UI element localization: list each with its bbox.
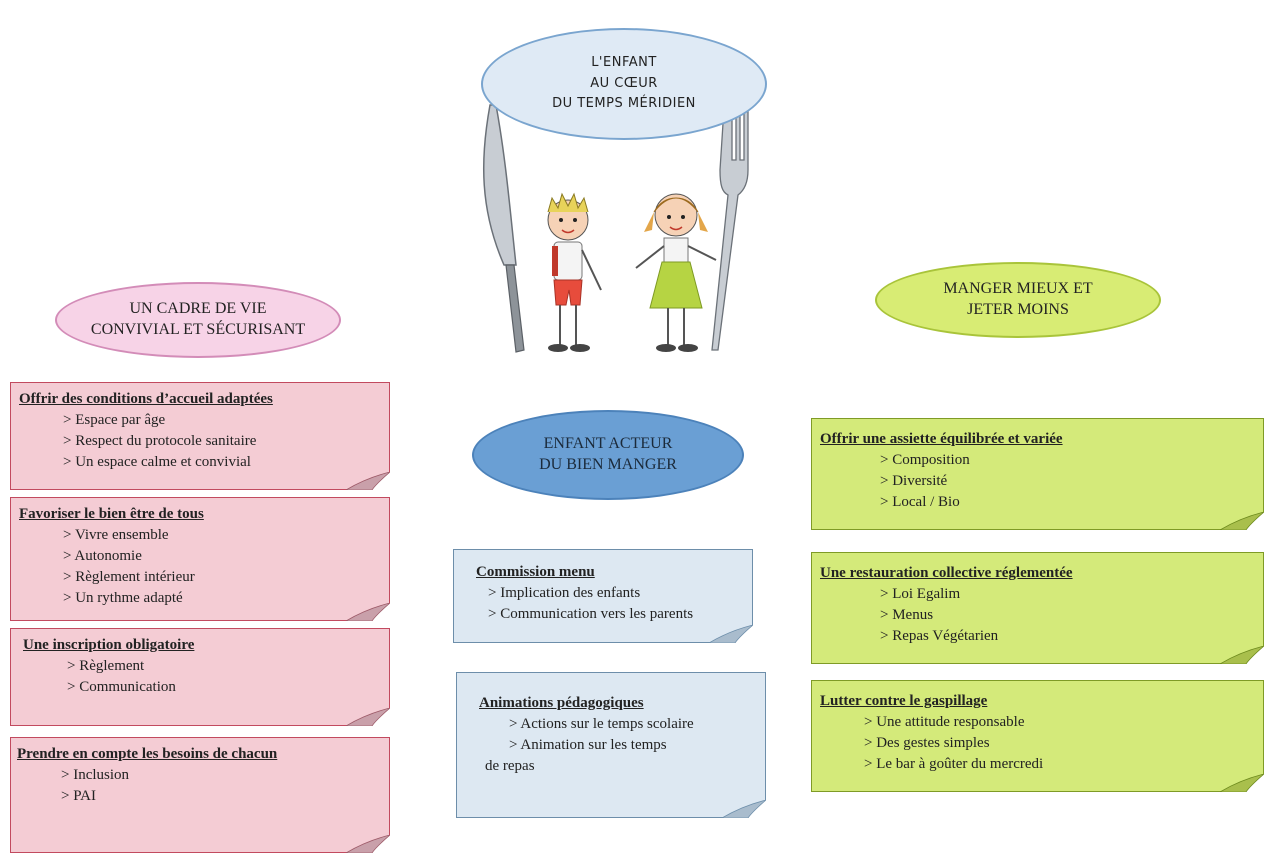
bubble-line: ENFANT ACTEUR (543, 435, 673, 453)
bubble-line: DU BIEN MANGER (539, 456, 677, 473)
note-item: > Autonomie (63, 548, 142, 564)
girl-figure (635, 193, 717, 352)
note-heading: Animations pédagogiques (479, 695, 644, 711)
note-heading: Favoriser le bien être de tous (19, 506, 204, 522)
note-item: > Respect du protocole sanitaire (63, 433, 257, 449)
note-item: de repas (485, 758, 535, 774)
page-curl-icon (722, 800, 766, 818)
note-item: > Le bar à goûter du mercredi (864, 756, 1044, 772)
note-right-3: Lutter contre le gaspillage > Une attitu… (811, 680, 1264, 792)
note-item: > Local / Bio (880, 494, 960, 510)
boy-figure (547, 192, 602, 352)
page-curl-icon (1220, 646, 1264, 664)
note-item: > Espace par âge (63, 412, 166, 428)
note-left-3: Une inscription obligatoire > Règlement … (10, 628, 390, 726)
note-item: > Un espace calme et convivial (63, 454, 251, 470)
note-item: > Règlement (67, 658, 145, 674)
fork-icon (711, 107, 749, 351)
note-heading: Une inscription obligatoire (23, 637, 195, 653)
note-item: > Implication des enfants (488, 585, 641, 601)
note-item: > Actions sur le temps scolaire (509, 716, 694, 732)
note-item: > Communication vers les parents (488, 606, 694, 622)
note-heading: Offrir une assiette équilibrée et variée (820, 431, 1063, 447)
note-item: > Menus (880, 607, 934, 623)
note-item: > Règlement intérieur (63, 569, 195, 585)
note-left-1: Offrir des conditions d’accueil adaptées… (10, 382, 390, 490)
bubble-line: MANGER MIEUX ET (943, 280, 1093, 298)
bubble-line: UN CADRE DE VIE (129, 300, 267, 318)
note-item: > Inclusion (61, 767, 130, 783)
note-item: > Diversité (880, 473, 948, 489)
middle-theme-bubble: ENFANT ACTEUR DU BIEN MANGER (472, 410, 744, 500)
note-heading: Une restauration collective réglementée (820, 565, 1073, 581)
note-item: > PAI (61, 788, 97, 804)
right-theme-bubble: MANGER MIEUX ET JETER MOINS (875, 262, 1161, 338)
note-item: > Des gestes simples (864, 735, 990, 751)
note-item: > Communication (67, 679, 176, 695)
note-item: > Repas Végétarien (880, 628, 999, 644)
note-item: > Une attitude responsable (864, 714, 1025, 730)
note-right-1: Offrir une assiette équilibrée et variée… (811, 418, 1264, 530)
note-middle-1: Commission menu > Implication des enfant… (453, 549, 753, 643)
note-heading: Prendre en compte les besoins de chacun (17, 746, 278, 762)
knife-icon (482, 104, 525, 353)
note-left-4: Prendre en compte les besoins de chacun … (10, 737, 390, 853)
note-left-2: Favoriser le bien être de tous > Vivre e… (10, 497, 390, 621)
page-curl-icon (346, 708, 390, 726)
note-middle-2: Animations pédagogiques > Actions sur le… (456, 672, 766, 818)
children-cutlery-illustration (482, 104, 749, 353)
page-curl-icon (346, 835, 390, 853)
note-heading: Commission menu (476, 564, 595, 580)
main-title-bubble: L'ENFANT AU CŒUR DU TEMPS MÉRIDIEN (481, 28, 767, 140)
note-item: > Composition (880, 452, 970, 468)
title-line: DU TEMPS MÉRIDIEN (552, 96, 696, 112)
note-right-2: Une restauration collective réglementée … (811, 552, 1264, 664)
note-item: > Animation sur les temps (509, 737, 667, 753)
note-heading: Lutter contre le gaspillage (820, 693, 988, 709)
bubble-line: CONVIVIAL ET SÉCURISANT (90, 321, 306, 338)
page-curl-icon (1220, 774, 1264, 792)
note-item: > Loi Egalim (880, 586, 961, 602)
note-item: > Un rythme adapté (63, 590, 183, 606)
page-curl-icon (1220, 512, 1264, 530)
page-curl-icon (346, 472, 390, 490)
left-theme-bubble: UN CADRE DE VIE CONVIVIAL ET SÉCURISANT (55, 282, 341, 358)
page-curl-icon (346, 603, 390, 621)
title-line: L'ENFANT (591, 54, 657, 70)
note-heading: Offrir des conditions d’accueil adaptées (19, 391, 273, 407)
page-curl-icon (709, 625, 753, 643)
title-line: AU CŒUR (590, 75, 658, 91)
note-item: > Vivre ensemble (63, 527, 169, 543)
bubble-line: JETER MOINS (967, 301, 1069, 318)
